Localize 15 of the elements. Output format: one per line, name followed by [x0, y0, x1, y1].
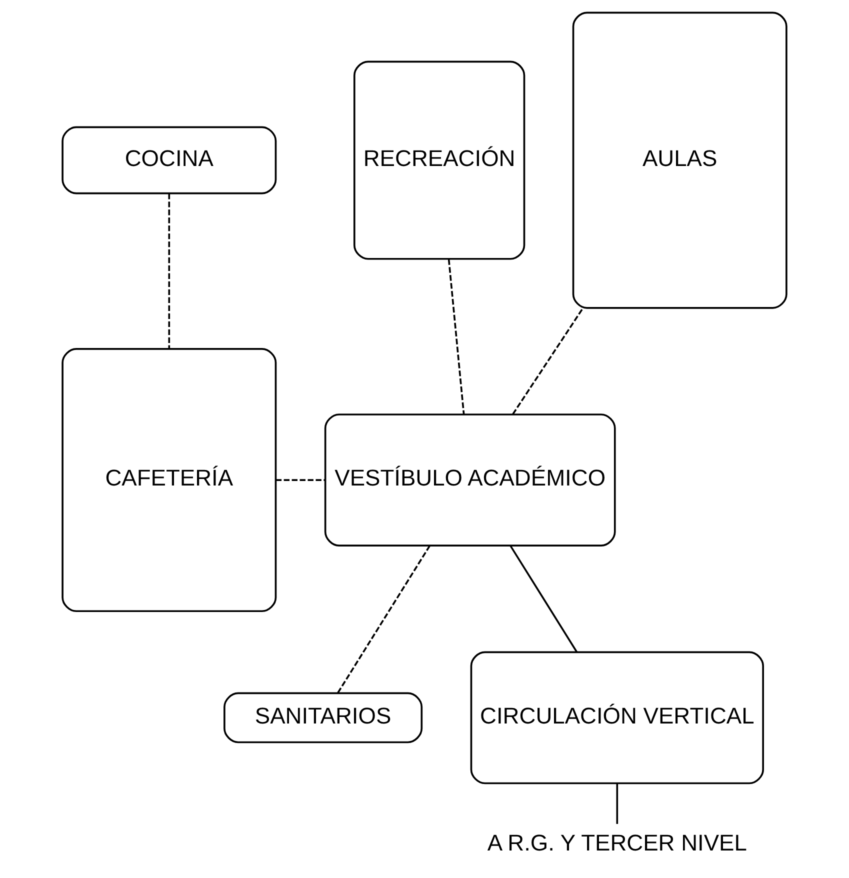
connector — [276, 479, 326, 481]
node-box: VESTÍBULO ACADÉMICO — [324, 414, 616, 546]
node-box: CIRCULACIÓN VERTICAL — [470, 651, 764, 784]
connector — [510, 545, 578, 653]
connector — [168, 194, 170, 349]
node-text: A R.G. Y TERCER NIVEL — [487, 830, 747, 856]
node-box: CAFETERÍA — [62, 348, 277, 612]
connector — [448, 259, 465, 415]
node-box: RECREACIÓN — [353, 60, 526, 260]
node-box: AULAS — [572, 12, 788, 309]
connector — [616, 783, 618, 824]
connector — [512, 308, 584, 415]
connector — [336, 545, 430, 694]
node-box: COCINA — [62, 126, 277, 194]
node-box: SANITARIOS — [224, 692, 423, 744]
